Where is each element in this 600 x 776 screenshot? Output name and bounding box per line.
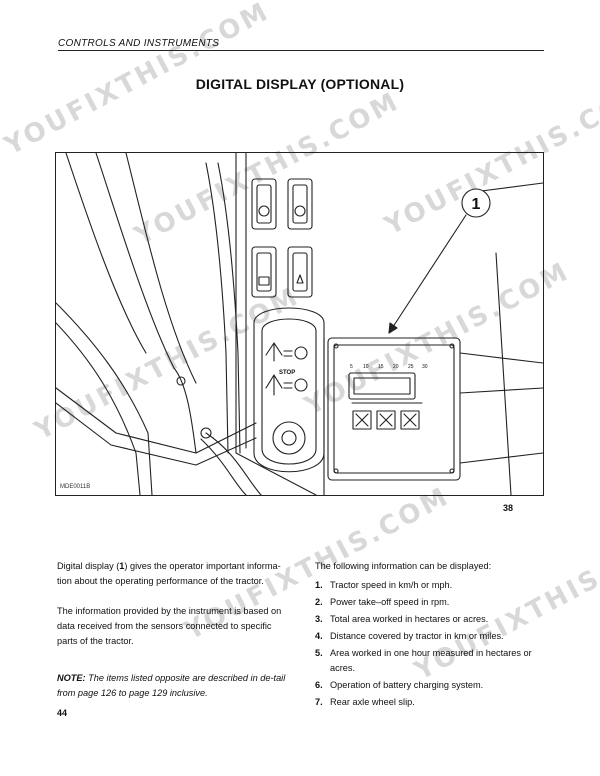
page-number: 44: [57, 708, 68, 718]
right-column: The following information can be display…: [315, 559, 547, 712]
list-item: 2.Power take–off speed in rpm.: [315, 597, 450, 607]
list-item: 5.Area worked in one hour measured in he…: [315, 648, 532, 673]
list-item: 1.Tractor speed in km/h or mph.: [315, 580, 453, 590]
list-item: 7.Rear axle wheel slip.: [315, 697, 415, 707]
page-title: DIGITAL DISPLAY (OPTIONAL): [195, 76, 405, 92]
scale-label: 15: [378, 364, 384, 370]
note-label: NOTE:: [57, 673, 86, 683]
note: NOTE: The items listed opposite are desc…: [57, 671, 289, 701]
scale-label: 30: [422, 364, 428, 370]
figure-code: MDE0011B: [60, 484, 91, 490]
list-item: 4.Distance covered by tractor in km or m…: [315, 631, 504, 641]
callout-ref: 1: [119, 561, 125, 571]
list-item: 6.Operation of battery charging system.: [315, 680, 484, 690]
display-scale: 5 10 15 20 25 30: [350, 364, 428, 370]
figure-illustration: 1 STOP 5 10 15 20 25 30: [55, 152, 544, 496]
header-rule: [58, 50, 544, 51]
list-intro: The following information can be display…: [315, 561, 492, 571]
list-item: 3.Total area worked in hectares or acres…: [315, 614, 489, 624]
figure-number: 38: [503, 503, 514, 513]
paragraph-sensors: The information provided by the instrume…: [57, 606, 282, 646]
info-list: 1.Tractor speed in km/h or mph. 2.Power …: [315, 578, 547, 710]
scale-label: 20: [393, 364, 399, 370]
note-text: The items listed opposite are described …: [57, 673, 286, 698]
callout-number: 1: [472, 196, 481, 213]
paragraph-intro: Digital display (1) gives the operator i…: [57, 561, 281, 586]
scale-label: 10: [363, 364, 369, 370]
scale-label: 5: [350, 364, 353, 370]
section-header: CONTROLS AND INSTRUMENTS: [58, 38, 220, 49]
stop-label: STOP: [279, 370, 295, 376]
left-column: Digital display (1) gives the operator i…: [57, 559, 289, 664]
scale-label: 25: [408, 364, 414, 370]
